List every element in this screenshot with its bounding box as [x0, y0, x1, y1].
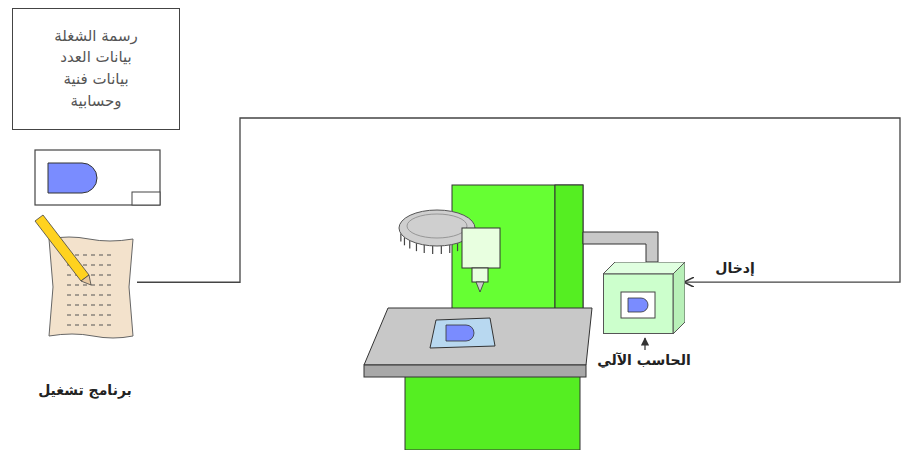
data-text: رسمة الشغلة بيانات العدد بيانات فنية وحس… — [44, 26, 148, 113]
node-label: الحاسب الآلي — [579, 352, 709, 368]
node-label: برنامج تشغيل — [15, 382, 155, 398]
pointer-arrow — [644, 338, 645, 350]
edge-label: إدخال — [712, 260, 757, 276]
program-sheet: برنامج تشغيل — [45, 235, 137, 340]
computer-shape — [603, 262, 685, 334]
input-connector — [137, 118, 900, 282]
computer-box: الحاسب الآلي — [603, 262, 685, 334]
paper-sheet — [45, 235, 137, 340]
data-box: رسمة الشغلة بيانات العدد بيانات فنية وحس… — [12, 8, 180, 130]
drawing-sheet — [35, 150, 160, 205]
